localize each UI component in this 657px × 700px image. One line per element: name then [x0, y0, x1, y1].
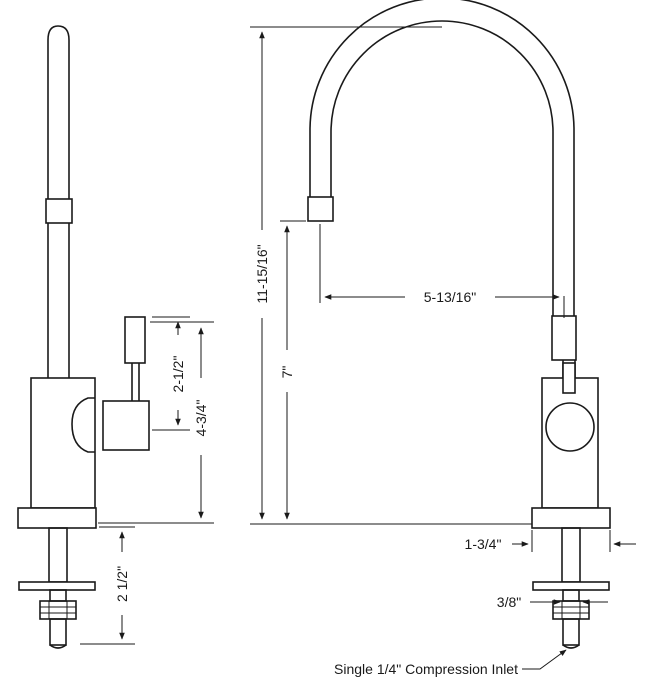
side-handle-hub: [102, 400, 150, 451]
front-inlet-tail: [562, 618, 580, 646]
front-spout-tip: [307, 196, 334, 222]
front-view: 11-15/16" 7" 5-13/16" 1-3/4" 3/8" Single…: [250, 0, 636, 677]
dim-shank-length: 2 1/2": [114, 566, 130, 602]
front-inlet-tail: [562, 589, 580, 602]
side-faucet-body: [30, 377, 96, 509]
side-view: 2-1/2" 4-3/4" 2 1/2": [17, 25, 214, 649]
front-gooseneck-spout: [330, 20, 554, 316]
inlet-callout: Single 1/4" Compression Inlet: [334, 661, 518, 677]
dim-base-diameter: 1-3/4": [465, 536, 502, 552]
side-inlet-tail: [49, 618, 67, 646]
dim-overall-height: 11-15/16": [254, 244, 270, 303]
front-threaded-shank: [561, 527, 581, 583]
side-handle-lever: [124, 316, 146, 364]
side-spout-collar: [45, 198, 73, 224]
front-handle-knob: [545, 402, 595, 452]
side-inlet-tail: [49, 589, 67, 602]
side-base-flange: [17, 507, 97, 529]
side-washer: [18, 581, 96, 591]
front-base-flange: [531, 507, 611, 529]
front-gooseneck-spout: [309, 0, 575, 316]
dim-body-height: 4-3/4": [193, 400, 209, 437]
front-washer: [532, 581, 610, 591]
dim-shank-diameter: 3/8": [497, 594, 521, 610]
side-body-tee: [71, 397, 95, 453]
inlet-leader: [522, 649, 567, 670]
dim-handle-height: 2-1/2": [170, 356, 186, 393]
side-threaded-shank: [48, 527, 68, 583]
side-nut: [39, 600, 77, 620]
dim-spout-reach: 5-13/16": [424, 289, 476, 305]
front-spout-collar: [551, 315, 577, 361]
dim-spout-height: 7": [279, 366, 295, 379]
front-nut: [552, 600, 590, 620]
front-handle-stem: [562, 362, 576, 394]
